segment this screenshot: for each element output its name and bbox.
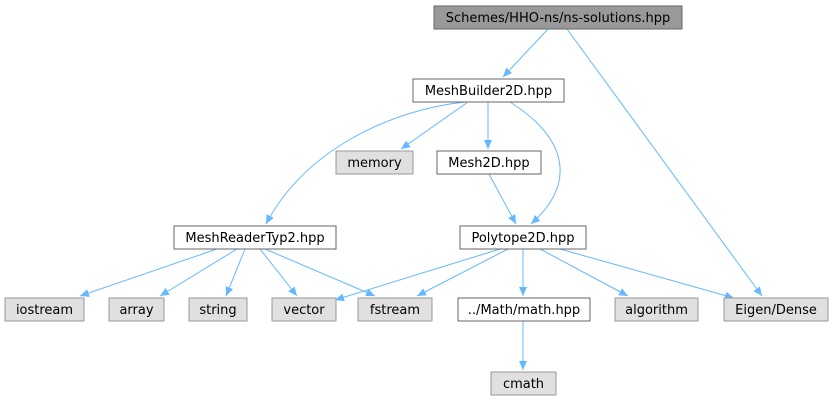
node-vector[interactable]: vector [271, 297, 337, 322]
node-box [436, 150, 542, 175]
node-eigen[interactable]: Eigen/Dense [723, 297, 829, 322]
node-label: string [199, 303, 236, 318]
edge-root-to-eigen [566, 28, 763, 297]
node-array[interactable]: array [108, 297, 165, 322]
node-string[interactable]: string [188, 297, 248, 322]
node-meshreader[interactable]: MeshReaderTyp2.hpp [173, 225, 337, 250]
node-box [459, 225, 587, 250]
edge-meshbuilder-to-memory [400, 101, 469, 150]
node-iostream[interactable]: iostream [4, 297, 85, 322]
edge-meshreader-to-array [159, 248, 238, 297]
node-box [4, 297, 85, 322]
node-box [271, 297, 337, 322]
node-meshbuilder[interactable]: MeshBuilder2D.hpp [412, 78, 565, 103]
edge-meshreader-to-iostream [79, 248, 218, 297]
node-fstream[interactable]: fstream [357, 297, 433, 322]
node-label: cmath [503, 377, 544, 392]
edge-meshreader-to-string [225, 248, 246, 297]
node-cmath[interactable]: cmath [490, 371, 557, 396]
node-box [433, 5, 683, 30]
edges-layer [79, 28, 763, 370]
edge-meshbuilder-to-meshreader [265, 101, 466, 225]
edge-meshreader-to-vector [259, 248, 298, 297]
node-label: memory [347, 156, 402, 171]
node-box [188, 297, 248, 322]
edge-polytope-to-vector [334, 248, 501, 302]
node-math[interactable]: ../Math/math.hpp [457, 297, 591, 322]
node-algorithm[interactable]: algorithm [614, 297, 699, 322]
node-box [457, 297, 591, 322]
node-label: Schemes/HHO-ns/ns-solutions.hpp [446, 11, 671, 26]
node-label: fstream [370, 303, 420, 318]
edge-mesh2d-to-polytope [488, 173, 517, 225]
node-label: Mesh2D.hpp [448, 156, 529, 171]
node-polytope[interactable]: Polytope2D.hpp [459, 225, 587, 250]
node-box [173, 225, 337, 250]
node-label: MeshReaderTyp2.hpp [185, 231, 324, 246]
edge-root-to-meshbuilder [502, 28, 549, 78]
node-label: array [119, 303, 153, 318]
node-label: algorithm [625, 303, 688, 318]
node-box [357, 297, 433, 322]
node-label: MeshBuilder2D.hpp [425, 84, 552, 99]
node-mesh2d[interactable]: Mesh2D.hpp [436, 150, 542, 175]
edge-polytope-to-fstream [416, 248, 509, 297]
edge-polytope-to-algorithm [539, 248, 629, 297]
node-label: iostream [16, 303, 73, 318]
node-box [412, 78, 565, 103]
node-root[interactable]: Schemes/HHO-ns/ns-solutions.hpp [433, 5, 683, 30]
edge-meshbuilder-to-polytope [509, 101, 561, 225]
edge-polytope-to-eigen [559, 248, 735, 300]
node-box [108, 297, 165, 322]
nodes-layer: Schemes/HHO-ns/ns-solutions.hppMeshBuild… [4, 5, 829, 396]
edge-meshreader-to-fstream [264, 248, 376, 297]
node-box [335, 150, 414, 175]
node-label: Eigen/Dense [735, 303, 817, 318]
node-label: Polytope2D.hpp [471, 231, 574, 246]
node-memory[interactable]: memory [335, 150, 414, 175]
node-label: vector [283, 303, 325, 318]
node-box [490, 371, 557, 396]
node-box [614, 297, 699, 322]
node-box [723, 297, 829, 322]
node-label: ../Math/math.hpp [468, 303, 580, 318]
